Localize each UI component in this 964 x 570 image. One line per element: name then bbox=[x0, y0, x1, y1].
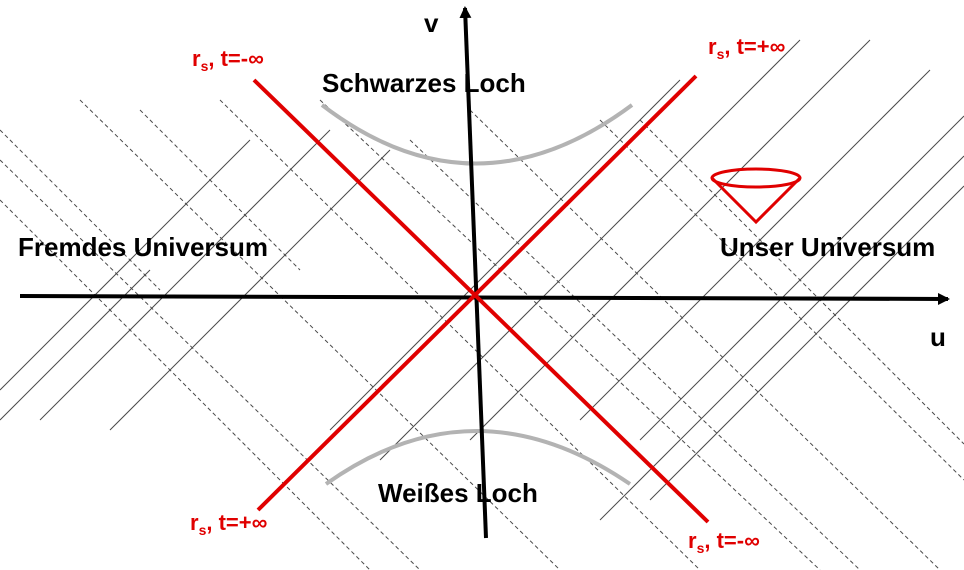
grid-line-solid bbox=[39, 129, 331, 421]
grid-line-solid bbox=[469, 39, 871, 441]
grid-lines-solid bbox=[0, 39, 964, 521]
grid-line-solid bbox=[649, 185, 964, 501]
horizon-line-falling bbox=[252, 78, 710, 524]
grid-line-dashed bbox=[0, 129, 161, 291]
grid-line-solid bbox=[579, 69, 931, 421]
grid-line-dashed bbox=[469, 109, 941, 570]
light-cone-icon bbox=[710, 167, 802, 225]
grid-line-solid bbox=[0, 139, 251, 391]
grid-line-solid bbox=[0, 269, 151, 421]
horizon-label-bottom-left: rs, t=+∞ bbox=[190, 510, 267, 538]
grid-line-solid bbox=[379, 39, 801, 461]
u-axis-label: u bbox=[930, 322, 946, 352]
grid-line-dashed bbox=[0, 159, 421, 570]
grid-line-dashed bbox=[319, 99, 821, 570]
grid-line-solid bbox=[109, 149, 391, 431]
our-universe-label: Unser Universum bbox=[720, 232, 935, 262]
u-axis bbox=[19, 292, 950, 305]
foreign-universe-label: Fremdes Universum bbox=[18, 232, 268, 262]
white-hole-singularity bbox=[324, 429, 632, 486]
grid-line-dashed bbox=[0, 199, 371, 570]
horizon-label-bottom-right: rs, t=-∞ bbox=[688, 528, 760, 556]
black-hole-singularity bbox=[320, 103, 634, 166]
horizon-label-top-right: rs, t=+∞ bbox=[708, 34, 785, 62]
horizon-line-rising bbox=[256, 74, 698, 512]
black-hole-label: Schwarzes Loch bbox=[322, 68, 526, 98]
grid-line-dashed bbox=[409, 139, 861, 570]
white-hole-label: Weißes Loch bbox=[378, 478, 538, 508]
grid-line-solid bbox=[329, 79, 681, 431]
grid-line-solid bbox=[599, 155, 964, 521]
grid-lines-dashed bbox=[0, 99, 964, 570]
grid-line-solid bbox=[639, 115, 964, 441]
v-axis-label: v bbox=[424, 8, 439, 38]
v-axis bbox=[459, 6, 488, 539]
grid-line-dashed bbox=[139, 109, 301, 271]
horizon-label-top-left: rs, t=-∞ bbox=[192, 46, 264, 74]
grid-line-dashed bbox=[639, 119, 964, 445]
